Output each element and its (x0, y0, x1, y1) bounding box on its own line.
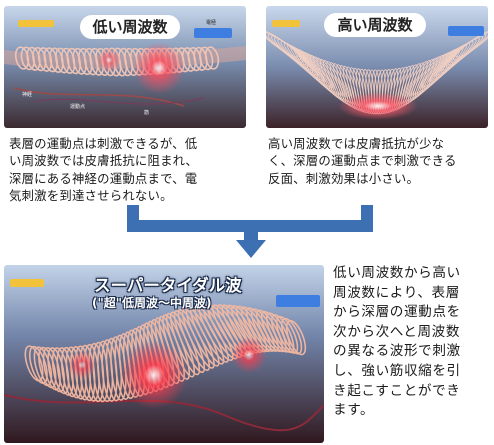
super-desc-line: し、強い筋収縮を引 (333, 362, 493, 382)
high-electrode-blue (448, 26, 484, 36)
high-desc-line: 反面、刺激効果は小さい。 (268, 170, 493, 187)
super-electrode-yellow (10, 279, 44, 287)
tissue-label-muscle: 筋 (144, 109, 149, 116)
super-desc-line: き起こすことができ (333, 382, 493, 402)
high-frequency-panel: 高い周波数 (266, 6, 488, 128)
high-frequency-description: 高い周波数では皮膚抵抗が少な く、深層の運動点まで刺激できる 反面、刺激効果は小… (268, 135, 493, 187)
super-electrode-blue (276, 295, 320, 307)
connector-arrow (0, 205, 494, 265)
super-tidal-panel: スーパータイダル波 ("超"低周波〜中周波) (4, 265, 324, 443)
low-electrode-yellow (18, 20, 54, 27)
super-tidal-subtitle: ("超"低周波〜中周波) (92, 294, 211, 311)
low-frequency-title: 低い周波数 (80, 15, 180, 39)
low-frequency-description: 表層の運動点は刺激できるが、低 い周波数では皮膚抵抗に阻まれ、 深層にある神経の… (9, 135, 254, 205)
super-desc-line: 次から次へと周波数 (333, 323, 493, 343)
high-electrode-yellow (272, 20, 300, 27)
super-desc-line: 低い周波数から高い (333, 264, 493, 284)
low-desc-line: い周波数では皮膚抵抗に阻まれ、 (9, 152, 254, 169)
super-tidal-description: 低い周波数から高い 周波数により、表層 から深層の運動点を 次から次へと周波数 … (333, 264, 493, 421)
tissue-label-nerve: 神経 (22, 91, 32, 98)
high-desc-line: 高い周波数では皮膚抵抗が少な (268, 135, 493, 152)
super-desc-line: の異なる波形で刺激 (333, 342, 493, 362)
low-frequency-panel: 電極 神経 運動点 筋 低い周波数 (4, 6, 246, 128)
high-desc-line: く、深層の運動点まで刺激できる (268, 152, 493, 169)
tissue-label-motor-point: 運動点 (70, 103, 85, 110)
low-desc-line: 気刺激を到達させられない。 (9, 187, 254, 204)
super-desc-line: ます。 (333, 401, 493, 421)
low-desc-line: 深層にある神経の運動点まで、電 (9, 170, 254, 187)
down-arrow-icon (236, 240, 266, 258)
super-desc-line: 周波数により、表層 (333, 284, 493, 304)
low-electrode-blue (194, 28, 232, 38)
low-desc-line: 表層の運動点は刺激できるが、低 (9, 135, 254, 152)
super-tidal-title: スーパータイダル波 (94, 272, 242, 296)
super-desc-line: から深層の運動点を (333, 303, 493, 323)
high-frequency-title: 高い周波数 (324, 13, 426, 37)
low-electrode-label: 電極 (206, 19, 216, 26)
